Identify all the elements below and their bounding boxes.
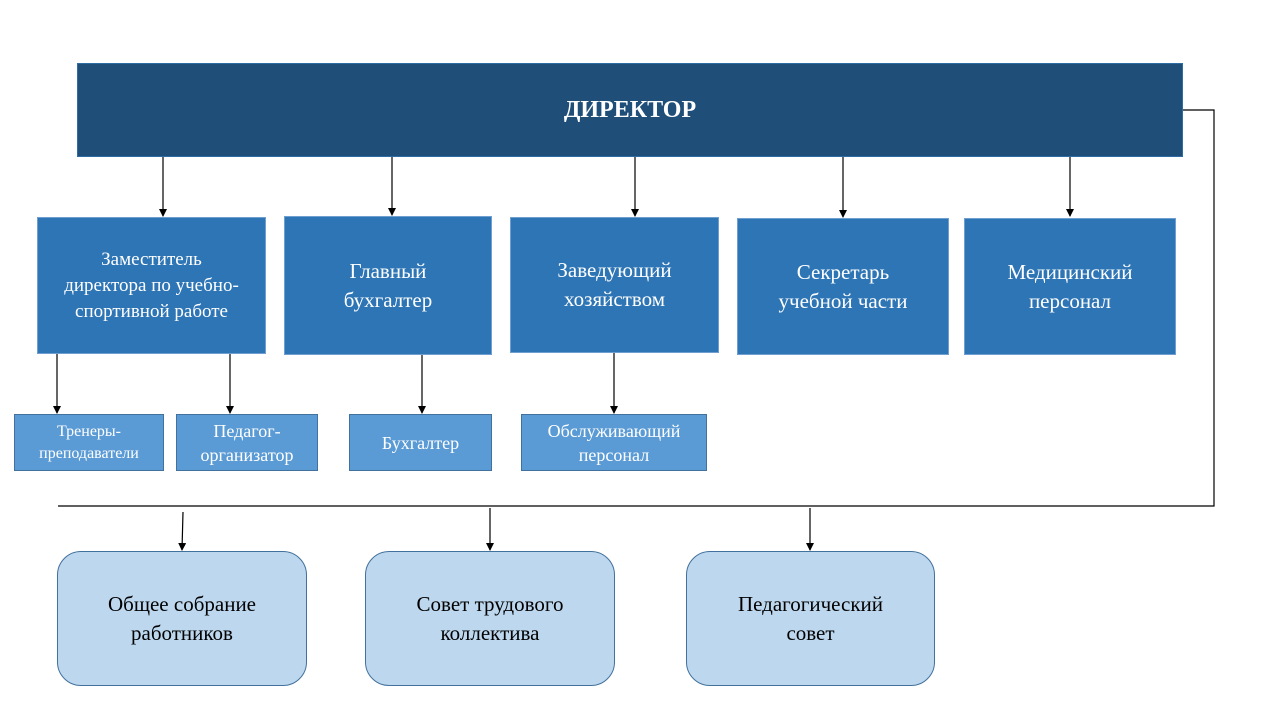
academic-secretary-box: Секретарь учебной части bbox=[737, 218, 949, 355]
chief-accountant-box: Главный бухгалтер bbox=[284, 216, 492, 355]
coaches-teachers-box: Тренеры- преподаватели bbox=[14, 414, 164, 471]
pedagogue-organizer-box: Педагог- организатор bbox=[176, 414, 318, 471]
line-director-to-councils-bus bbox=[58, 109, 1215, 507]
pedagogical-council-box: Педагогический совет bbox=[686, 551, 935, 686]
labor-collective-council-box: Совет трудового коллектива bbox=[365, 551, 615, 686]
general-meeting-box: Общее собрание работников bbox=[57, 551, 307, 686]
accountant-box: Бухгалтер bbox=[349, 414, 492, 471]
arrow-bus-to-general-meeting bbox=[178, 511, 187, 551]
housekeeping-head-box: Заведующий хозяйством bbox=[510, 217, 719, 353]
deputy-director-sports-box: Заместитель директора по учебно- спортив… bbox=[37, 217, 266, 354]
service-staff-box: Обслуживающий персонал bbox=[521, 414, 707, 471]
medical-staff-box: Медицинский персонал bbox=[964, 218, 1176, 355]
director-box: ДИРЕКТОР bbox=[77, 63, 1183, 157]
